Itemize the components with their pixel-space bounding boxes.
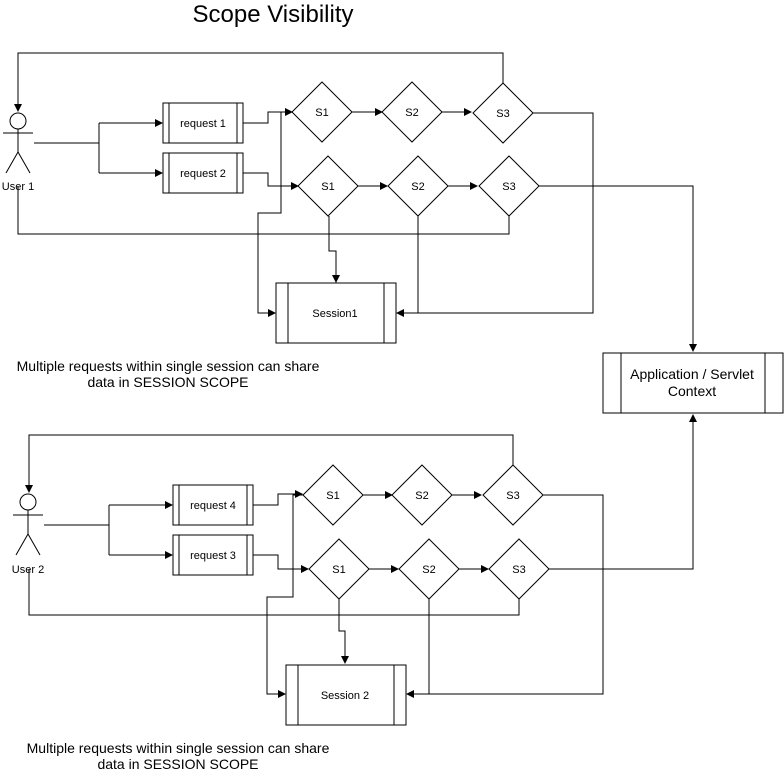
connectors-user1 — [14, 52, 697, 352]
request-3-label: request 3 — [190, 550, 236, 562]
servlet-s2-row2: S2 — [387, 155, 449, 217]
request-4-label: request 4 — [190, 500, 236, 512]
servlet-s3-row1-label: S3 — [496, 108, 509, 120]
servlet-s3-row4-label: S3 — [512, 564, 525, 576]
servlet-s2-row3-label: S2 — [415, 490, 428, 502]
servlet-s2-row4: S2 — [398, 538, 460, 600]
servlet-s1-row2: S1 — [297, 155, 359, 217]
servlet-s1-row1: S1 — [291, 81, 353, 143]
session-2-label: Session 2 — [321, 690, 369, 702]
servlet-s1-row2-label: S1 — [321, 181, 334, 193]
servlet-s1-row3: S1 — [302, 464, 364, 526]
request-1-box: request 1 — [162, 102, 244, 144]
application-context-label-line2: Context — [668, 383, 716, 399]
diagram-title: Scope Visibility — [192, 1, 354, 28]
note-top-line-1: Multiple requests within single session … — [16, 358, 320, 374]
session-1-label: Session1 — [312, 308, 357, 320]
servlet-s3-row3-label: S3 — [506, 490, 519, 502]
session-1-box: Session1 — [275, 282, 397, 344]
request-2-label: request 2 — [180, 168, 226, 180]
servlet-s3-row3: S3 — [482, 464, 544, 526]
session-scope-note-bottom: Multiple requests within single session … — [18, 740, 338, 772]
user1-actor-icon — [3, 112, 33, 174]
servlet-s1-row1-label: S1 — [315, 107, 328, 119]
request-1-label: request 1 — [180, 118, 226, 130]
note-top-line-2: data in SESSION SCOPE — [87, 374, 249, 390]
servlet-s2-row1: S2 — [381, 81, 443, 143]
servlet-s2-row2-label: S2 — [411, 181, 424, 193]
user1-label: User 1 — [2, 181, 34, 193]
servlet-s2-row3: S2 — [391, 464, 453, 526]
request-4-box: request 4 — [172, 484, 254, 526]
servlet-s3-row2: S3 — [478, 155, 540, 217]
session-scope-note-top: Multiple requests within single session … — [8, 358, 328, 390]
note-bottom-line-2: data in SESSION SCOPE — [97, 756, 259, 772]
session-2-box: Session 2 — [285, 664, 407, 726]
servlet-s3-row1: S3 — [472, 82, 534, 144]
servlet-s1-row3-label: S1 — [326, 490, 339, 502]
user2-label: User 2 — [12, 564, 44, 576]
request-3-box: request 3 — [172, 534, 254, 576]
servlet-s1-row4: S1 — [308, 538, 370, 600]
servlet-s3-row4: S3 — [488, 538, 550, 600]
servlet-s2-row1-label: S2 — [405, 107, 418, 119]
note-bottom-line-1: Multiple requests within single session … — [26, 740, 330, 756]
servlet-s3-row2-label: S3 — [502, 181, 515, 193]
application-context-label-line1: Application / Servlet — [630, 366, 754, 382]
servlet-s1-row4-label: S1 — [332, 564, 345, 576]
request-2-box: request 2 — [162, 152, 244, 194]
servlet-s2-row4-label: S2 — [422, 564, 435, 576]
application-context-box: Application / Servlet Context — [602, 352, 784, 414]
user2-actor-icon — [13, 493, 43, 556]
connectors-user2 — [25, 414, 697, 698]
